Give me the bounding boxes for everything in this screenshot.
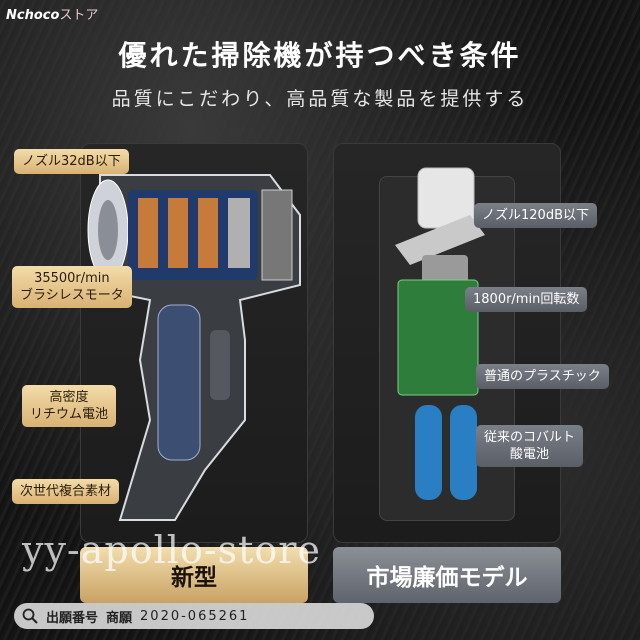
tag-plastic: 普通のプラスチック: [476, 364, 609, 389]
brand-suffix: ストア: [59, 8, 99, 23]
tag-cobalt-battery: 従来のコバルト 酸電池: [476, 425, 584, 467]
tag-nozzle-120db: ノズル120dB以下: [474, 203, 597, 228]
page-subtitle: 品質にこだわり、高品質な製品を提供する: [111, 88, 529, 110]
tag-1800rpm: 1800r/min回転数: [465, 287, 588, 312]
tag-brushless-motor: 35500r/min ブラシレスモータ: [12, 266, 132, 308]
tag-nozzle-32db: ノズル32dB以下: [14, 149, 129, 174]
cheap-model-label: 市場廉価モデル: [333, 547, 561, 603]
application-number-label: 出願番号: [46, 610, 99, 626]
tag-composite-material: 次世代複合素材: [12, 479, 120, 504]
page-title: 優れた掃除機が持つべき条件: [118, 39, 522, 72]
search-icon: [22, 608, 38, 624]
tag-lithium-battery: 高密度 リチウム電池: [22, 385, 117, 427]
brand-logo: Nchocoストア: [6, 4, 98, 23]
trademark-label: 商願: [106, 610, 133, 626]
new-model-label: 新型: [80, 547, 308, 603]
watermark: yy-apollo-store: [22, 528, 321, 572]
trademark-search-bar: 出願番号 商願 2020-065261: [14, 603, 374, 629]
brand-name: Nchoco: [6, 8, 60, 23]
application-number-value: 2020-065261: [140, 608, 250, 624]
